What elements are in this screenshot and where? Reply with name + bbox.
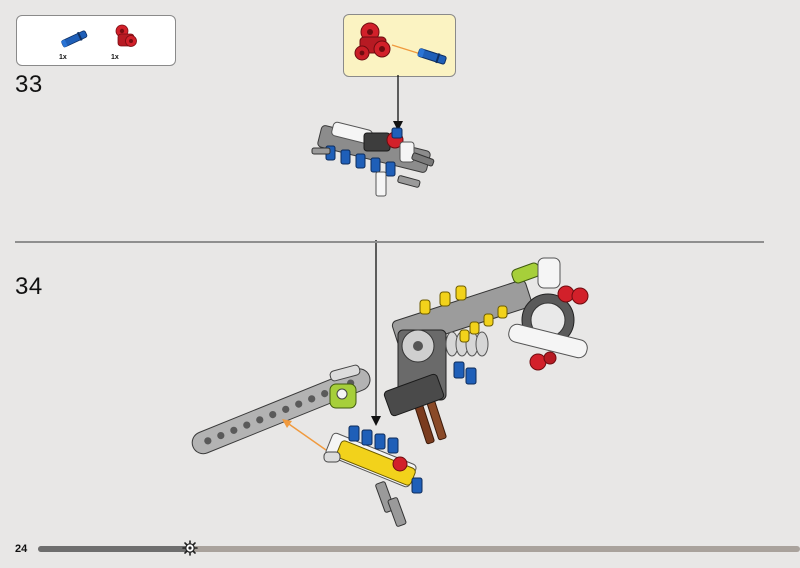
step-divider	[15, 241, 764, 243]
insertion-arrow-orange	[282, 419, 327, 451]
part-red-cross-block: 1x	[109, 22, 145, 62]
part-qty-blue: 1x	[59, 54, 67, 61]
progress-bar	[38, 540, 800, 556]
step34-main-model	[191, 257, 589, 455]
part-qty-red: 1x	[111, 54, 119, 61]
callout-pointer-arrow	[393, 75, 403, 131]
blue-axle-pin-icon	[61, 30, 88, 48]
callout-blue-pin	[417, 48, 447, 65]
callout-illustration	[354, 22, 447, 65]
step-number-34: 34	[15, 273, 43, 300]
substep-callout	[343, 14, 456, 77]
step-connector-arrow	[371, 240, 381, 426]
step34-subassembly	[323, 425, 423, 527]
red-cross-block-icon	[115, 24, 137, 47]
step-number-33: 33	[15, 71, 43, 98]
long-gray-beam	[191, 368, 371, 455]
progress-bar-fill	[38, 546, 190, 552]
callout-red-block	[354, 22, 391, 61]
part-blue-axle-pin: 1x	[57, 22, 93, 62]
gear-icon	[182, 540, 198, 556]
page-number: 24	[15, 543, 28, 555]
step33-subassembly	[311, 121, 435, 197]
parts-needed-box: 1x 1x	[16, 15, 176, 66]
